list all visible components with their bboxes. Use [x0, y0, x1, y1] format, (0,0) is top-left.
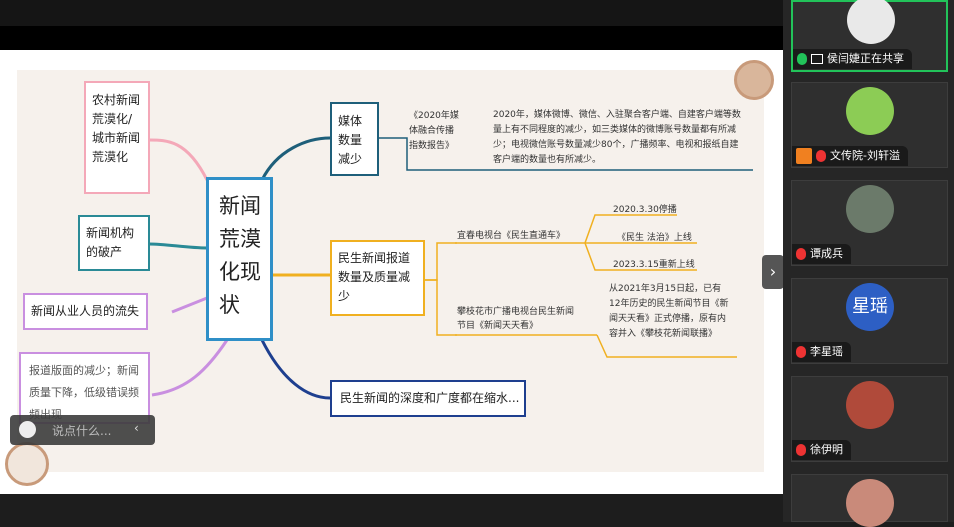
chat-input-placeholder[interactable]: 说点什么...: [52, 424, 112, 438]
panzhihua-description: 从2021年3月15日起，已有12年历史的民生新闻节目《新闻天天看》正式停播，原…: [609, 284, 729, 339]
participant-avatar: [846, 185, 894, 233]
right-node-depth-label: 民生新闻的深度和广度都在缩水...: [340, 391, 520, 405]
presenter-avatar-top: [734, 60, 774, 100]
participant-name: 文传院-刘轩溢: [830, 149, 900, 162]
participant-name: 侯闫婕正在共享: [827, 52, 904, 65]
mic-muted-icon: [816, 150, 826, 162]
mic-muted-icon: [796, 346, 806, 358]
participant-nametag: 侯闫婕正在共享: [793, 49, 912, 69]
panzhihua-label: 攀枝花市广播电视台民生新闻节目《新闻天天看》: [457, 307, 575, 331]
yichun-label: 宜春电视台《民生直通车》: [457, 231, 566, 241]
left-node-staff-loss: 新闻从业人员的流失: [23, 293, 148, 330]
mindmap-connectors: [148, 136, 753, 400]
participant-name: 徐伊明: [810, 443, 843, 456]
mindmap-slide: 新闻荒漠化现状 农村新闻荒漠化/城市新闻荒漠化 新闻机构的破产 新闻从业人员的流…: [17, 70, 764, 472]
left-node-rural: 农村新闻荒漠化/城市新闻荒漠化: [84, 81, 150, 194]
central-node-label: 新闻荒漠化现状: [219, 194, 261, 317]
left-node-quality-label: 报道版面的减少；新闻质量下降，低级错误频频出现: [29, 364, 139, 421]
participant-nametag: 谭成兵: [792, 244, 851, 264]
participant-tile[interactable]: 星瑶 李星瑶: [791, 278, 948, 364]
yichun-item-2: 《民生 法治》上线: [617, 233, 692, 243]
left-node-rural-label: 农村新闻荒漠化/城市新闻荒漠化: [92, 93, 141, 164]
participant-nametag: 徐伊明: [792, 440, 851, 460]
media-report-title: 《2020年媒体融合传播指数报告》: [409, 111, 459, 151]
screen-share-icon: [811, 54, 823, 64]
right-node-depth: 民生新闻的深度和广度都在缩水...: [330, 380, 526, 417]
expand-panel-button[interactable]: ›: [762, 255, 784, 289]
participant-panel: 侯闫婕正在共享 文传院-刘轩溢 谭成兵 星瑶 李星瑶 徐伊明: [783, 0, 954, 527]
right-node-minsheng: 民生新闻报道数量及质量减少: [330, 240, 425, 316]
participant-avatar: [846, 381, 894, 429]
left-node-bankruptcy: 新闻机构的破产: [78, 215, 150, 271]
yichun-item-1: 2020.3.30停播: [613, 205, 677, 215]
central-node: 新闻荒漠化现状: [206, 177, 273, 341]
emoji-icon[interactable]: [19, 421, 36, 438]
left-node-staff-loss-label: 新闻从业人员的流失: [31, 304, 140, 318]
yichun-item-3: 2023.3.15重新上线: [613, 260, 695, 270]
chat-input-bar[interactable]: 说点什么... ‹: [10, 415, 155, 445]
participant-name: 谭成兵: [810, 247, 843, 260]
participant-avatar-text: 星瑶: [852, 296, 888, 317]
participant-tile[interactable]: 文传院-刘轩溢: [791, 82, 948, 168]
collapse-chevron-icon[interactable]: ‹: [134, 421, 139, 435]
participant-avatar: [847, 0, 895, 44]
participant-tile[interactable]: 谭成兵: [791, 180, 948, 266]
left-node-bankruptcy-label: 新闻机构的破产: [86, 226, 135, 259]
window-top-bar: [0, 0, 783, 26]
participant-avatar: 星瑶: [846, 283, 894, 331]
participant-tile[interactable]: 徐伊明: [791, 376, 948, 462]
share-header-bar: [0, 26, 783, 50]
mic-muted-icon: [796, 444, 806, 456]
participant-nametag: 李星瑶: [792, 342, 851, 362]
right-node-minsheng-label: 民生新闻报道数量及质量减少: [338, 251, 411, 303]
right-node-media: 媒体数量减少: [330, 102, 379, 176]
participant-avatar: [846, 87, 894, 135]
host-badge-icon: [796, 148, 812, 164]
mic-muted-icon: [796, 248, 806, 260]
right-node-media-label: 媒体数量减少: [338, 114, 363, 166]
presenter-avatar-bottom: [5, 442, 49, 486]
media-description: 2020年，媒体微博、微信、入驻聚合客户端、自建客户端等数量上有不同程度的减少，…: [493, 110, 741, 165]
left-node-quality: 报道版面的减少；新闻质量下降，低级错误频频出现: [19, 352, 150, 424]
participant-name: 李星瑶: [810, 345, 843, 358]
participant-nametag: 文传院-刘轩溢: [792, 146, 908, 166]
participant-tile[interactable]: 侯闫婕正在共享: [791, 0, 948, 72]
mic-on-icon: [797, 53, 807, 65]
participant-tile[interactable]: [791, 474, 948, 527]
participant-avatar: [846, 479, 894, 527]
